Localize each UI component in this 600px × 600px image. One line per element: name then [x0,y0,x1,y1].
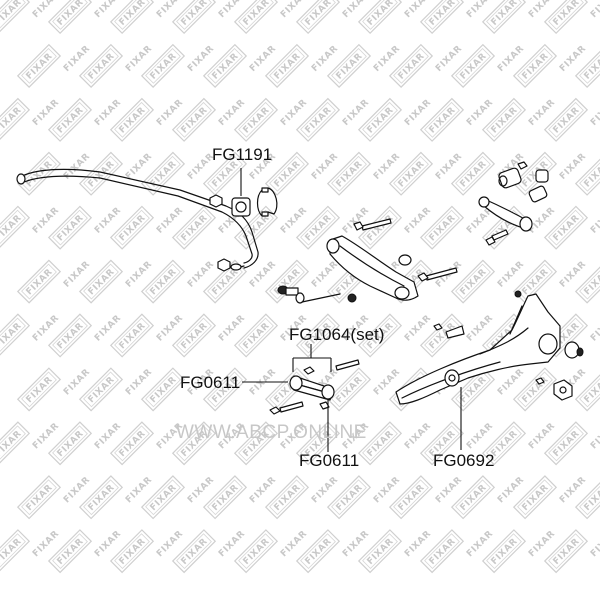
watermark-brand-text-small: FIXAR [589,98,600,128]
suspension-drawing [16,161,584,452]
label-fg1064-set: FG1064(set) [289,325,384,344]
stabilizer-link [277,285,341,304]
watermark-brand-text-small: FIXAR [589,0,600,20]
watermark-brand-text: FIXAR [0,213,24,243]
upper-control-arm [326,218,458,303]
leader-lines [240,168,462,452]
watermark-brand-text: FIXAR [0,537,24,567]
label-fg0611-left: FG0611 [180,373,240,392]
watermark-brand-text: FIXAR [0,0,24,28]
label-fg0611-bottom: FG0611 [299,451,359,470]
lateral-link-set [269,359,360,415]
watermark-brand-text-small: FIXAR [589,421,600,451]
label-fg1191: FG1191 [212,145,272,164]
site-watermark: WWW.ABCP.ONLINE [176,422,367,443]
upper-right-link [478,161,549,246]
watermark-brand-text-small: FIXAR [589,205,600,235]
stabilizer-bushing [231,187,278,217]
label-fg0692: FG0692 [433,451,494,470]
watermark-brand-text: FIXAR [0,105,24,135]
watermark-brand-text: FIXAR [0,429,24,459]
watermark-brand-text: FIXAR [0,321,24,351]
trailing-arm [395,290,584,405]
watermark-brand-text-small: FIXAR [589,313,600,343]
watermark-brand-text-small: FIXAR [589,529,600,559]
